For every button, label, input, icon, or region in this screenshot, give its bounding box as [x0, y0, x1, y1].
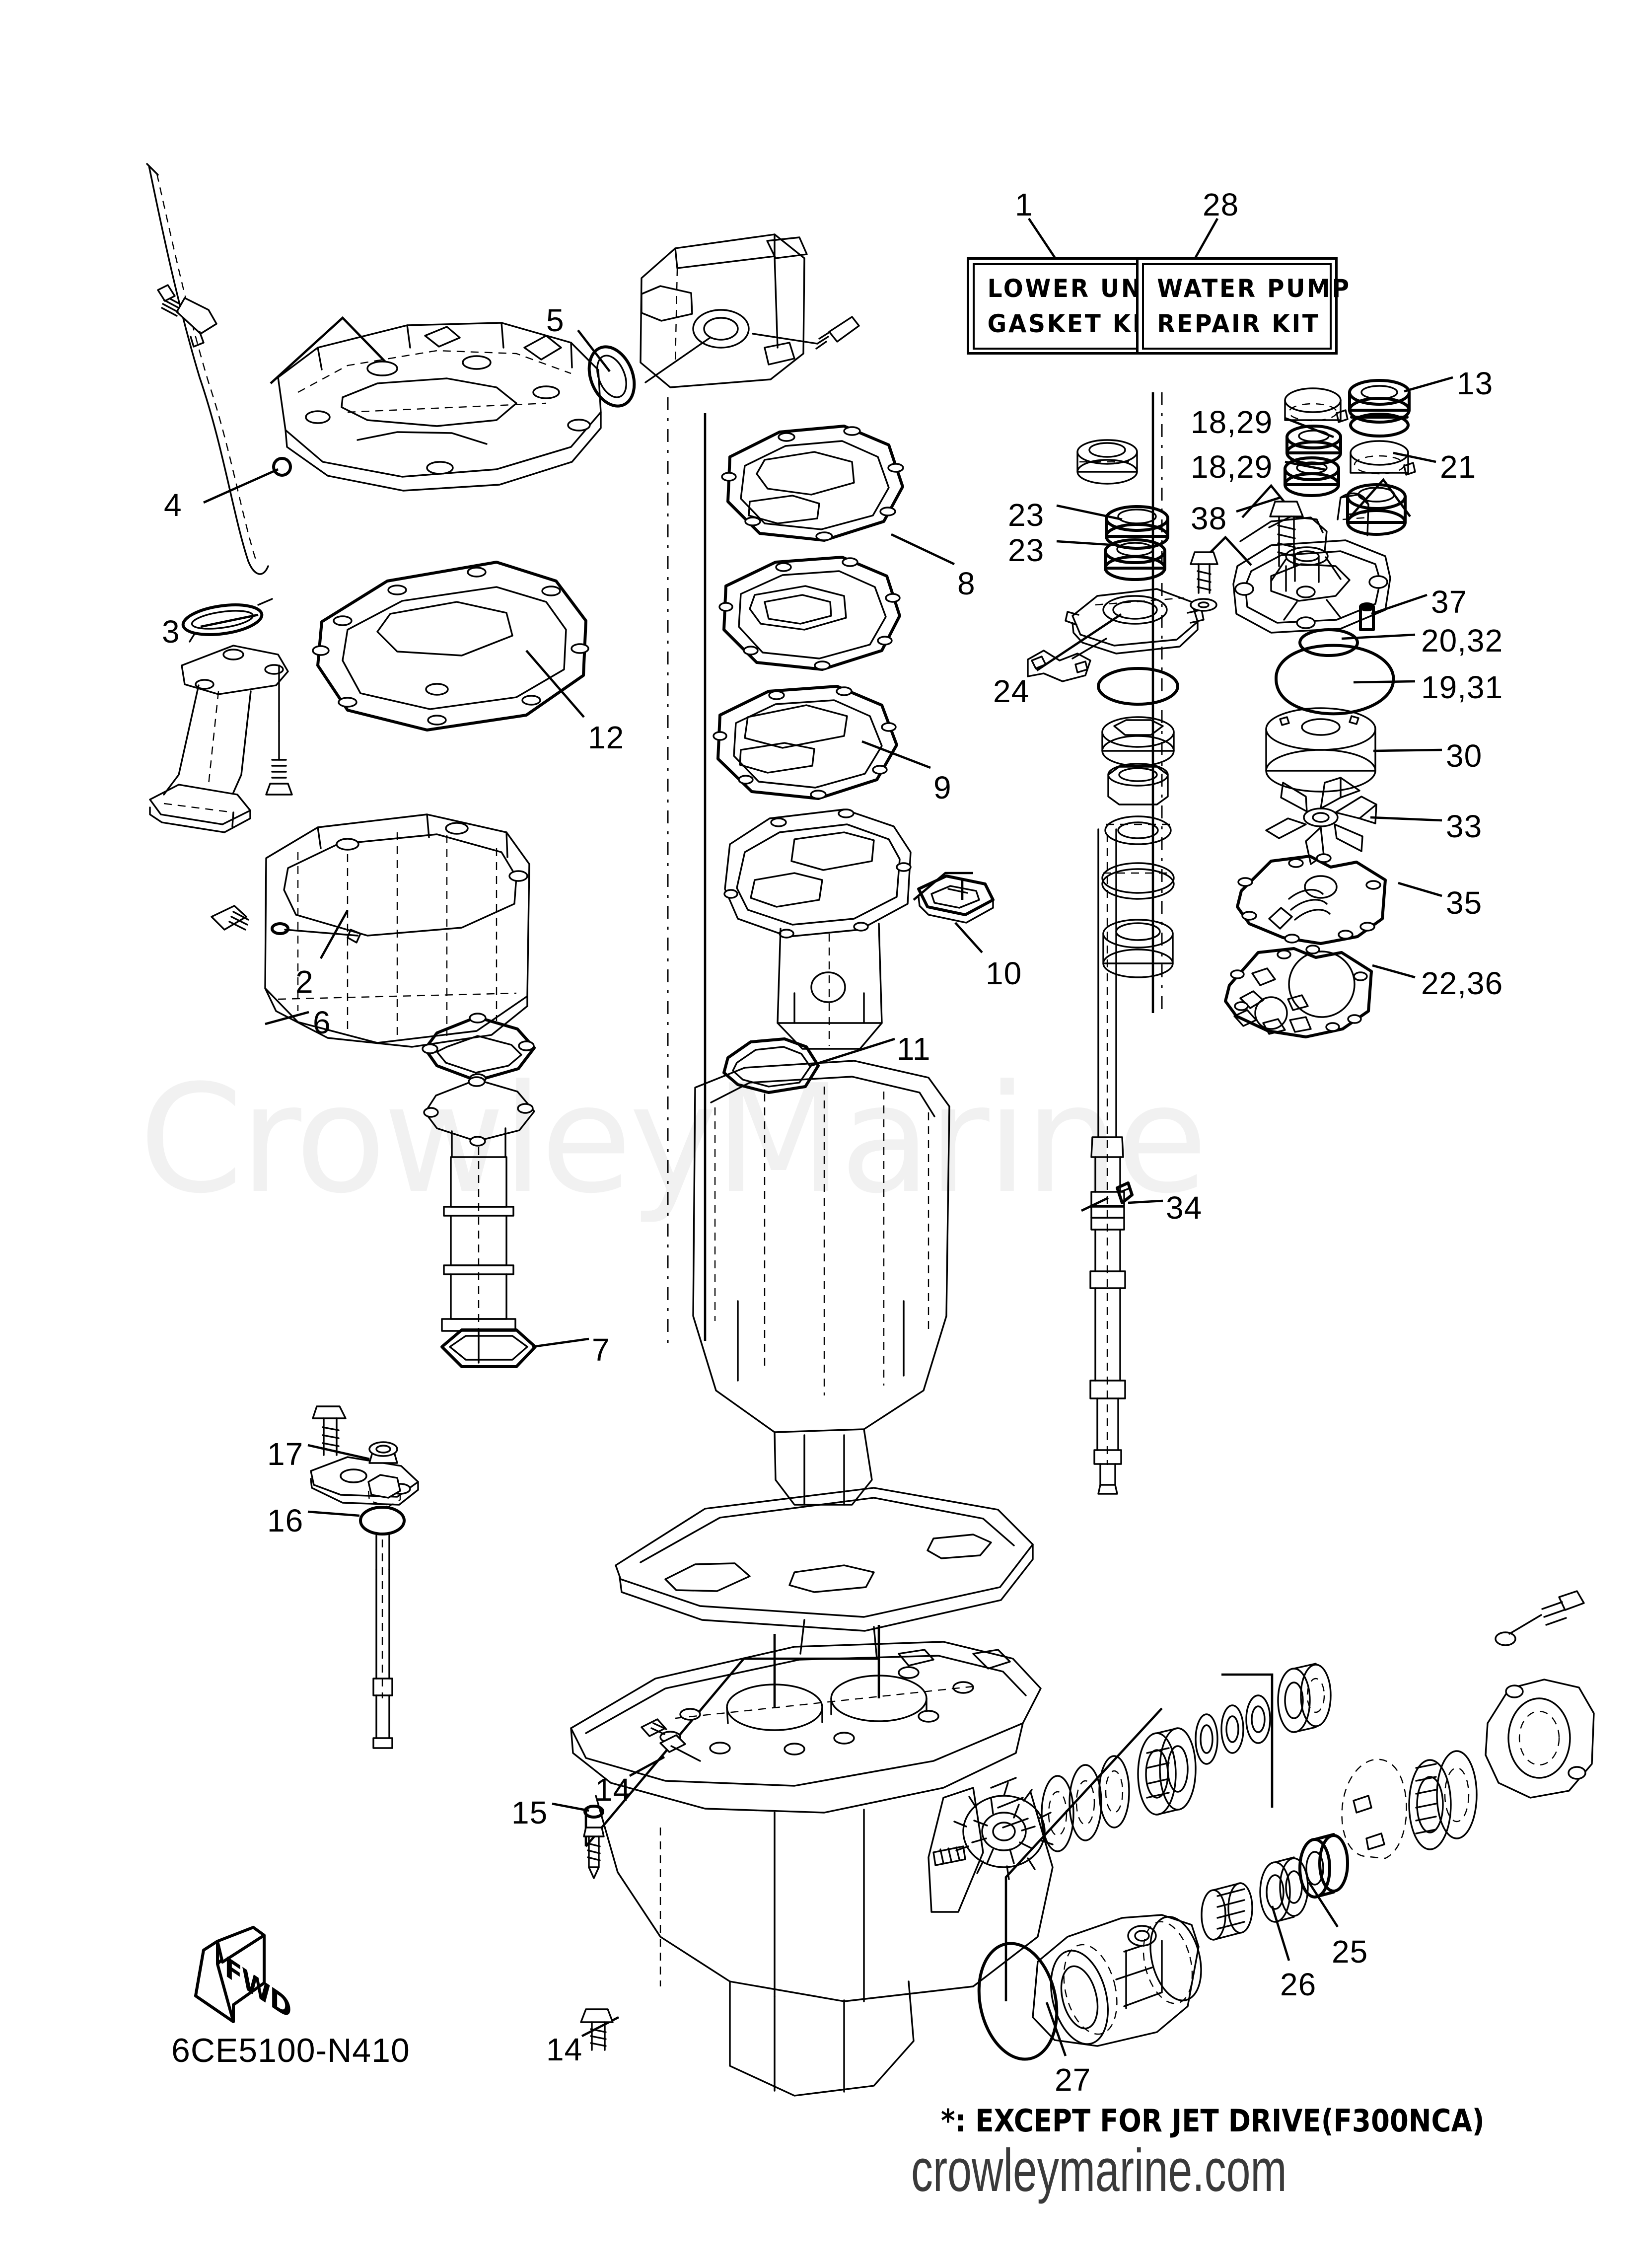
- callout-number-35: 35: [1446, 885, 1483, 921]
- diagram-part-number: 6CE5100-N410: [171, 2032, 410, 2069]
- callout-number-12: 12: [588, 720, 625, 755]
- callout-number-34: 34: [1166, 1190, 1203, 1226]
- callout-number-5: 5: [546, 302, 565, 338]
- callout-number-20-32: 20,32: [1421, 623, 1503, 658]
- callout-number-25: 25: [1332, 1934, 1368, 1970]
- kit-label-line1: WATER PUMP: [1157, 274, 1351, 303]
- callout-number-23: 23: [1008, 497, 1045, 533]
- callout-number-14: 14: [595, 1772, 632, 1808]
- fwd-direction-arrow: FWD: [194, 1926, 290, 2027]
- callout-number-18-29: 18,29: [1191, 449, 1273, 485]
- kit-label-inner-border: WATER PUMP REPAIR KIT: [1142, 263, 1351, 350]
- kit-label-line1: LOWER UNIT: [987, 274, 1171, 303]
- callout-number-15: 15: [511, 1795, 548, 1830]
- callout-number-11: 11: [897, 1031, 931, 1067]
- callout-number-24: 24: [993, 673, 1030, 709]
- crowleymarine-watermark: CrowleyMarine: [139, 1053, 1208, 1226]
- callout-number-6: 6: [313, 1005, 331, 1040]
- callout-number-4: 4: [164, 487, 182, 523]
- callout-number-23: 23: [1008, 532, 1045, 568]
- callout-number-16: 16: [267, 1503, 304, 1538]
- callout-number-7: 7: [592, 1332, 610, 1368]
- crowleymarine-url-watermark: crowleymarine.com: [911, 2136, 1287, 2204]
- callout-number-37: 37: [1431, 584, 1468, 620]
- callout-number-1: 1: [1015, 187, 1033, 222]
- callout-number-3: 3: [162, 614, 180, 650]
- kit-label-box-28: WATER PUMP REPAIR KIT: [1136, 257, 1351, 355]
- callout-number-13: 13: [1457, 366, 1494, 401]
- kit-label-inner-border: LOWER UNIT GASKET KIT: [973, 263, 1171, 350]
- callout-number-22-36: 22,36: [1421, 965, 1503, 1001]
- callout-number-14: 14: [546, 2032, 583, 2067]
- kit-label-line2: GASKET KIT: [987, 309, 1161, 338]
- callout-number-21: 21: [1440, 449, 1477, 485]
- callout-number-19-31: 19,31: [1421, 669, 1503, 705]
- callout-number-27: 27: [1055, 2062, 1091, 2098]
- callout-number-33: 33: [1446, 808, 1483, 844]
- callout-number-28: 28: [1203, 187, 1239, 222]
- callout-number-2: 2: [295, 964, 314, 1000]
- callout-number-9: 9: [933, 770, 952, 805]
- callout-number-8: 8: [957, 566, 976, 601]
- callout-number-30: 30: [1446, 738, 1483, 774]
- kit-label-box-1: LOWER UNIT GASKET KIT: [967, 257, 1171, 355]
- callout-number-10: 10: [986, 955, 1022, 991]
- callout-number-18-29: 18,29: [1191, 404, 1273, 440]
- callout-number-38: 38: [1191, 501, 1227, 536]
- callout-number-26: 26: [1280, 1967, 1317, 2002]
- callout-number-17: 17: [267, 1436, 304, 1472]
- jet-drive-footnote: *: EXCEPT FOR JET DRIVE(F300NCA): [941, 2103, 1485, 2139]
- kit-label-line2: REPAIR KIT: [1157, 309, 1320, 338]
